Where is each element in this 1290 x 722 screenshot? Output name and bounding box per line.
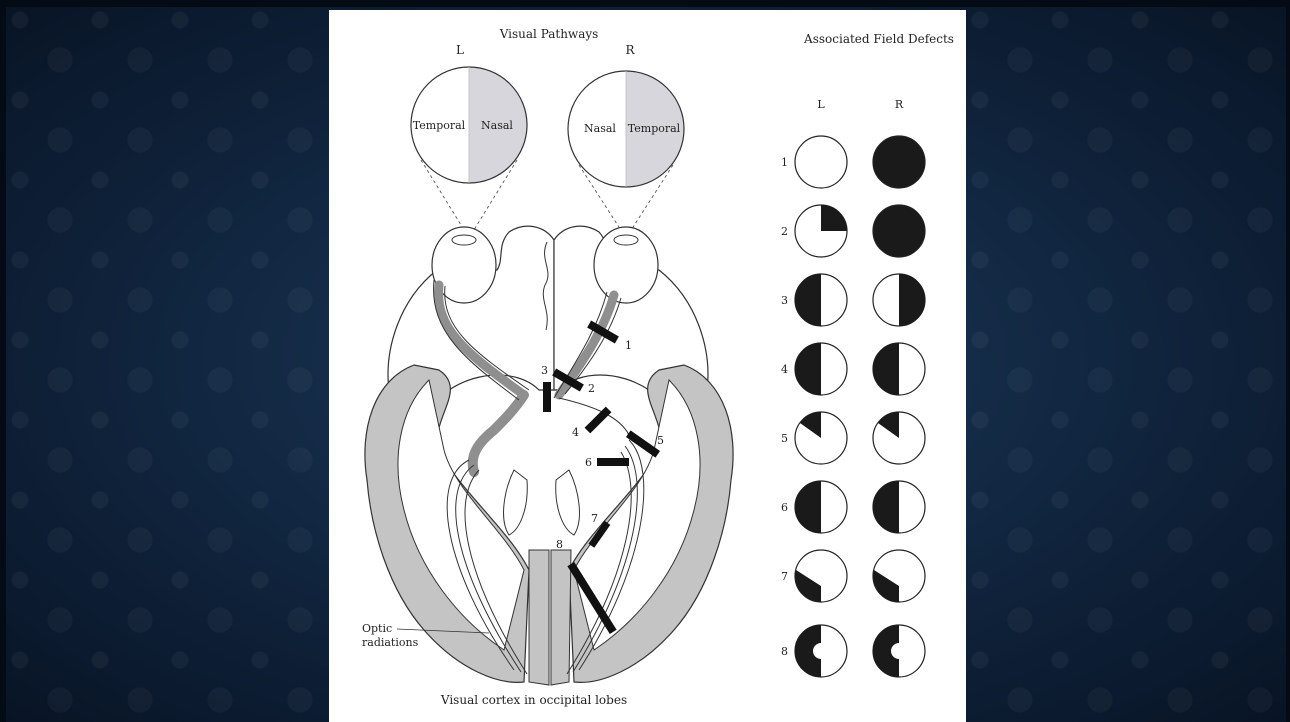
- defect-row-label-7: 7: [781, 570, 788, 583]
- defects-left-column-label: L: [817, 98, 825, 111]
- right-eye-label: R: [625, 43, 635, 57]
- defect-row-label-6: 6: [781, 501, 788, 514]
- lesion-label-7: 7: [591, 512, 598, 525]
- defect-row-7: [795, 550, 925, 602]
- defect-row-3: [795, 274, 925, 326]
- field-defects-title: Associated Field Defects: [803, 32, 954, 46]
- defect-row-4: [795, 343, 925, 395]
- lesion-label-5: 5: [657, 434, 664, 447]
- lesion-label-2: 2: [588, 382, 595, 395]
- defect-row-label-3: 3: [781, 294, 788, 307]
- optic-radiations-label-line2: radiations: [362, 636, 419, 649]
- defect-3-left: [795, 274, 821, 326]
- defect-row-label-2: 2: [781, 225, 788, 238]
- defect-row-8: [795, 625, 925, 677]
- lesion-label-8: 8: [556, 538, 563, 551]
- left-eye-label: L: [456, 43, 464, 57]
- lesion-6: [597, 458, 629, 466]
- defect-2-right: [873, 205, 925, 257]
- defect-4-right: [873, 343, 899, 395]
- defect-6-left: [795, 481, 821, 533]
- brain-base: [365, 226, 733, 685]
- optic-radiations-label-line1: Optic: [362, 622, 392, 635]
- visual-cortex-caption: Visual cortex in occipital lobes: [440, 693, 627, 707]
- right-eye-nasal-label: Nasal: [584, 122, 616, 135]
- lesion-3: [543, 382, 551, 412]
- right-visual-field: Nasal Temporal: [568, 71, 684, 187]
- defect-1-left: [795, 136, 847, 188]
- slide-frame-top: [0, 0, 1290, 7]
- defect-4-left: [795, 343, 821, 395]
- defect-row-5: [795, 412, 925, 464]
- defect-1-right: [873, 136, 925, 188]
- defect-row-1: [795, 136, 925, 188]
- defect-3-right: [899, 274, 925, 326]
- lesion-label-1: 1: [625, 339, 632, 352]
- defect-row-2: [795, 205, 925, 257]
- left-eye-nasal-label: Nasal: [481, 119, 513, 132]
- visual-pathways-title: Visual Pathways: [499, 27, 599, 41]
- defects-right-column-label: R: [895, 98, 904, 111]
- right-eye-temporal-label: Temporal: [628, 122, 681, 135]
- defect-row-label-4: 4: [781, 363, 788, 376]
- lesion-label-4: 4: [572, 426, 579, 439]
- defect-6-right: [873, 481, 899, 533]
- defect-row-label-5: 5: [781, 432, 788, 445]
- left-visual-field: Temporal Nasal: [411, 67, 527, 183]
- slide-frame-left: [0, 0, 6, 722]
- slide-frame-right: [1286, 0, 1290, 722]
- visual-pathways-figure: Visual Pathways Associated Field Defects…: [329, 10, 966, 722]
- defect-row-label-8: 8: [781, 645, 788, 658]
- left-eye-temporal-label: Temporal: [413, 119, 466, 132]
- lesion-label-6: 6: [585, 456, 592, 469]
- lesion-label-3: 3: [541, 364, 548, 377]
- defect-row-label-1: 1: [781, 156, 788, 169]
- defect-row-6: [795, 481, 925, 533]
